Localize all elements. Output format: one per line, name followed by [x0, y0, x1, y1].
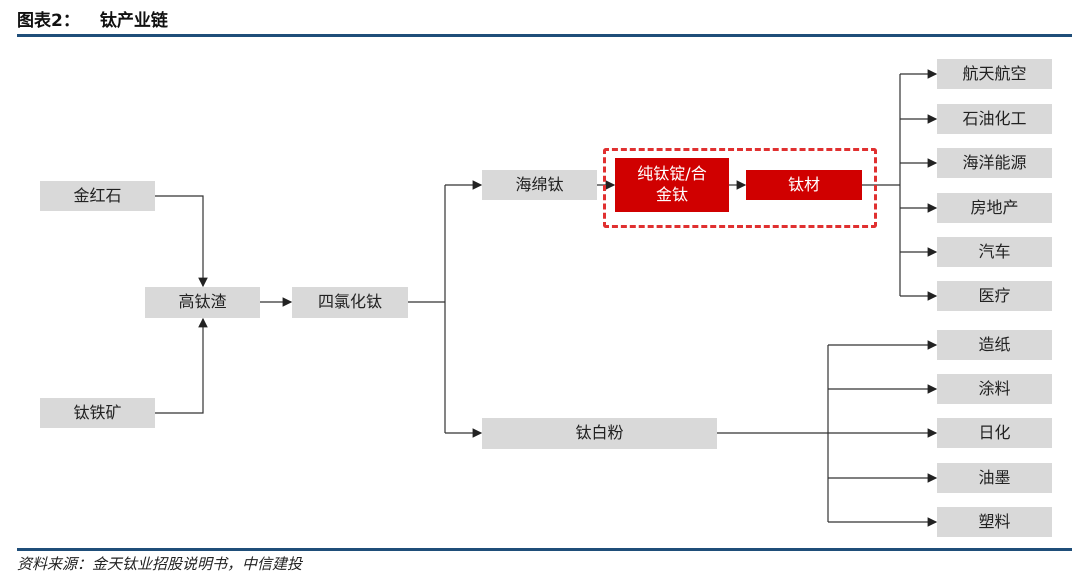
use-ti_dioxide_uses-1: 涂料 [937, 374, 1052, 404]
use-ti_dioxide_uses-2: 日化 [937, 418, 1052, 448]
use-ti_dioxide_uses-4: 塑料 [937, 507, 1052, 537]
figure-label: 图表2： [17, 11, 80, 31]
use-ti_dioxide_uses-0: 造纸 [937, 330, 1052, 360]
use-ti_material_uses-5: 医疗 [937, 281, 1052, 311]
source-note: 资料来源：金天钛业招股说明书，中信建投 [17, 555, 303, 573]
node-rutile: 金红石 [40, 181, 155, 211]
use-ti_material_uses-0: 航天航空 [937, 59, 1052, 89]
figure-heading: 钛产业链 [99, 11, 168, 31]
use-ti_material_uses-1: 石油化工 [937, 104, 1052, 134]
node-ilmenite: 钛铁矿 [40, 398, 155, 428]
use-ti_material_uses-3: 房地产 [937, 193, 1052, 223]
use-ti_material_uses-2: 海洋能源 [937, 148, 1052, 178]
node-ti-material: 钛材 [746, 170, 862, 200]
use-ti_dioxide_uses-3: 油墨 [937, 463, 1052, 493]
node-sponge-ti: 海绵钛 [482, 170, 597, 200]
use-ti_material_uses-4: 汽车 [937, 237, 1052, 267]
footer-rule [17, 548, 1072, 551]
node-ingot-alloy: 纯钛锭/合 金钛 [615, 158, 729, 212]
node-ticl4: 四氯化钛 [292, 287, 408, 318]
header-rule [17, 34, 1072, 37]
node-ti-dioxide: 钛白粉 [482, 418, 717, 449]
node-high-ti-slag: 高钛渣 [145, 287, 260, 318]
figure-title: 图表2： 钛产业链 [17, 6, 188, 31]
highlight-dashed-frame [603, 148, 877, 228]
